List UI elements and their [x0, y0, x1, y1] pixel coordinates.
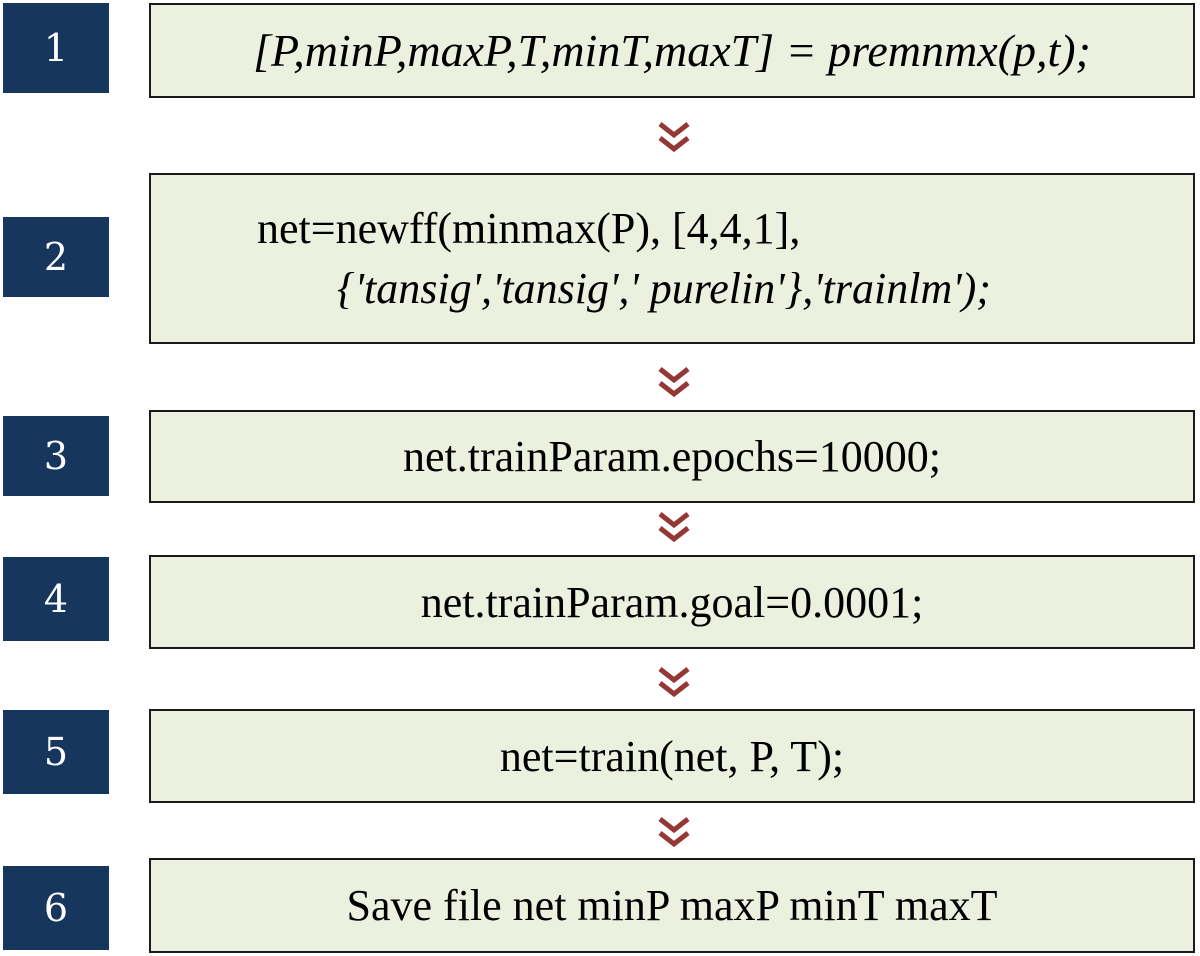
step-code-2-line-2: {'tansig','tansig',' purelin'},'trainlm'… [337, 263, 991, 313]
step-number-4: 4 [3, 557, 109, 641]
step-box-4: net.trainParam.goal=0.0001; [149, 555, 1195, 649]
step-box-1: [P,minP,maxP,T,minT,maxT] = premnmx(p,t)… [149, 3, 1195, 98]
step-code-2-line-1: net=newff(minmax(P), [4,4,1], [257, 204, 801, 254]
step-number-3: 3 [3, 416, 109, 496]
step-box-6: Save file net minP maxP minT maxT [149, 858, 1195, 953]
step-code-1: [P,minP,maxP,T,minT,maxT] = premnmx(p,t)… [253, 25, 1091, 76]
double-chevron-down-icon [658, 667, 690, 698]
double-chevron-down-icon [658, 367, 690, 398]
step-box-5: net=train(net, P, T); [149, 709, 1195, 803]
step-number-6: 6 [3, 866, 109, 950]
step-code-4: net.trainParam.goal=0.0001; [420, 577, 924, 627]
double-chevron-down-icon [658, 512, 690, 543]
step-number-2: 2 [3, 217, 109, 297]
step-code-5: net=train(net, P, T); [499, 731, 845, 781]
double-chevron-down-icon [658, 122, 690, 153]
step-box-3: net.trainParam.epochs=10000; [149, 410, 1195, 503]
step-box-2: net=newff(minmax(P), [4,4,1], {'tansig',… [149, 173, 1195, 344]
double-chevron-down-icon [658, 817, 690, 848]
step-number-1: 1 [3, 3, 109, 93]
step-code-3: net.trainParam.epochs=10000; [402, 432, 941, 481]
step-number-5: 5 [3, 710, 109, 794]
step-code-6: Save file net minP maxP minT maxT [346, 881, 998, 930]
